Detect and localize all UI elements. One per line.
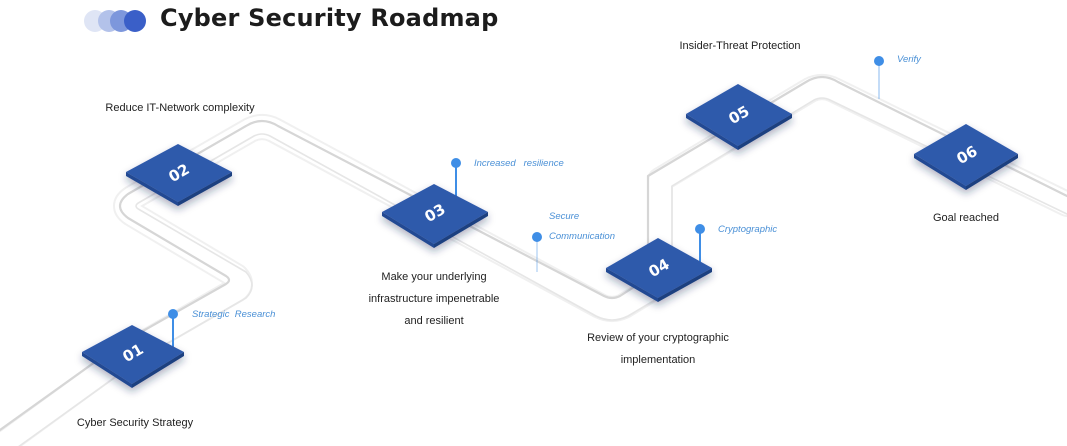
milestone-note-06: Verify <box>897 54 921 65</box>
pin-04-secure <box>532 232 542 272</box>
milestone-label-04: Review of your cryptographic implementat… <box>587 332 729 366</box>
milestone-label-05: Insider-Threat Protection <box>679 40 801 52</box>
milestone-tile-01: 01 <box>82 325 184 388</box>
milestone-tile-06: 06 <box>914 124 1018 190</box>
milestone-note-04-secure: Secure Communication <box>549 211 615 242</box>
page-title: Cyber Security Roadmap <box>160 4 499 32</box>
pin-06 <box>874 56 884 99</box>
milestone-label-01: Cyber Security Strategy <box>76 417 194 429</box>
milestone-note-04-crypto: Cryptographic <box>718 224 778 235</box>
milestone-tile-05: 05 <box>686 84 792 150</box>
milestone-label-02: Reduce IT-Network complexity <box>105 102 255 114</box>
pin-01 <box>168 309 178 350</box>
milestone-note-03: Increased resilience <box>474 158 564 169</box>
milestone-tile-03: 03 <box>382 184 488 248</box>
milestone-tile-04: 04 <box>606 238 712 302</box>
milestone-label-06: Goal reached <box>932 212 1000 224</box>
milestone-label-03: Make your underlying infrastructure impe… <box>368 271 500 327</box>
milestone-tile-02: 02 <box>126 144 232 206</box>
milestone-note-01: Strategic Research <box>192 309 276 320</box>
title-logo-icon <box>84 10 146 32</box>
